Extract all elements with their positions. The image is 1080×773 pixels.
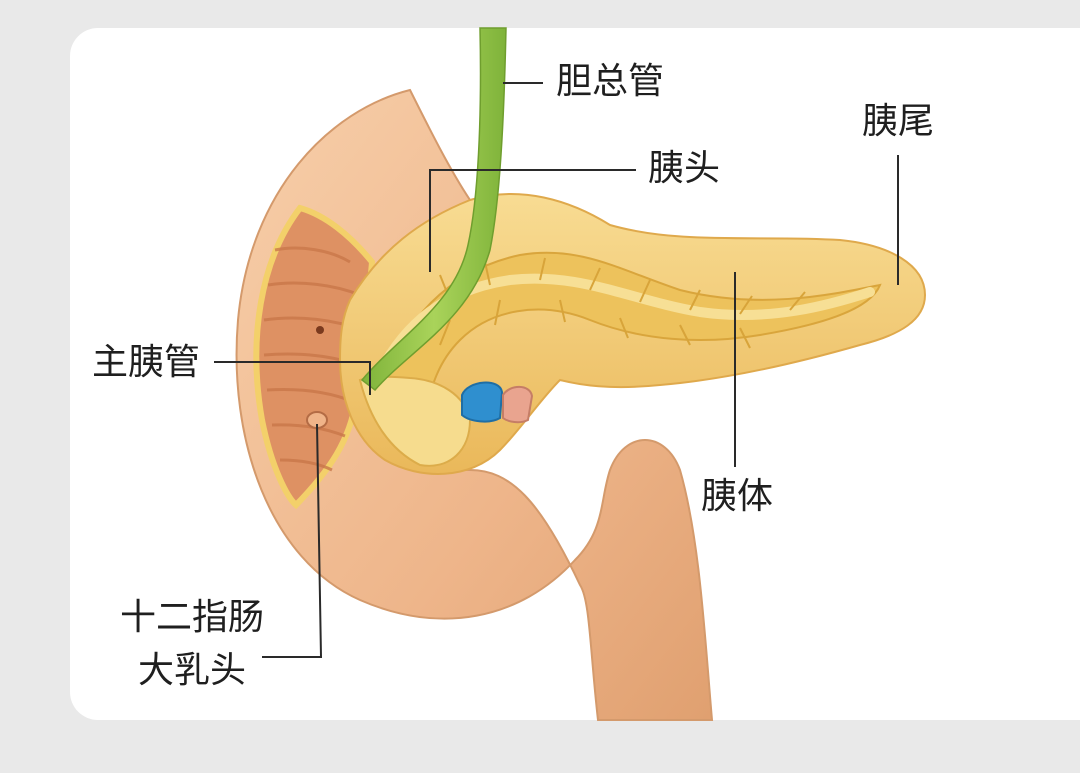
pancreas-cutaway — [378, 251, 882, 423]
label-pancreas-body: 胰体 — [701, 476, 774, 517]
main-pancreatic-duct — [365, 273, 875, 400]
mesenteric-artery — [502, 385, 534, 424]
label-duodenal-papilla-line2: 大乳头 — [138, 650, 247, 691]
portal-vein — [461, 381, 504, 423]
label-pancreas-head: 胰头 — [648, 148, 721, 189]
pancreas-head-lobe — [358, 375, 472, 467]
leader-papilla — [262, 423, 323, 658]
label-main-pancreatic-duct: 主胰管 — [92, 342, 201, 383]
label-common-bile-duct: 胆总管 — [556, 61, 665, 102]
leader-main-duct — [214, 361, 371, 395]
minor-papilla — [316, 326, 324, 334]
common-bile-duct — [360, 27, 507, 392]
label-duodenal-papilla-line1: 十二指肠 — [120, 597, 265, 638]
leader-pancreas-head — [429, 169, 636, 272]
label-pancreas-tail: 胰尾 — [862, 101, 935, 142]
leader-lines — [214, 82, 899, 658]
